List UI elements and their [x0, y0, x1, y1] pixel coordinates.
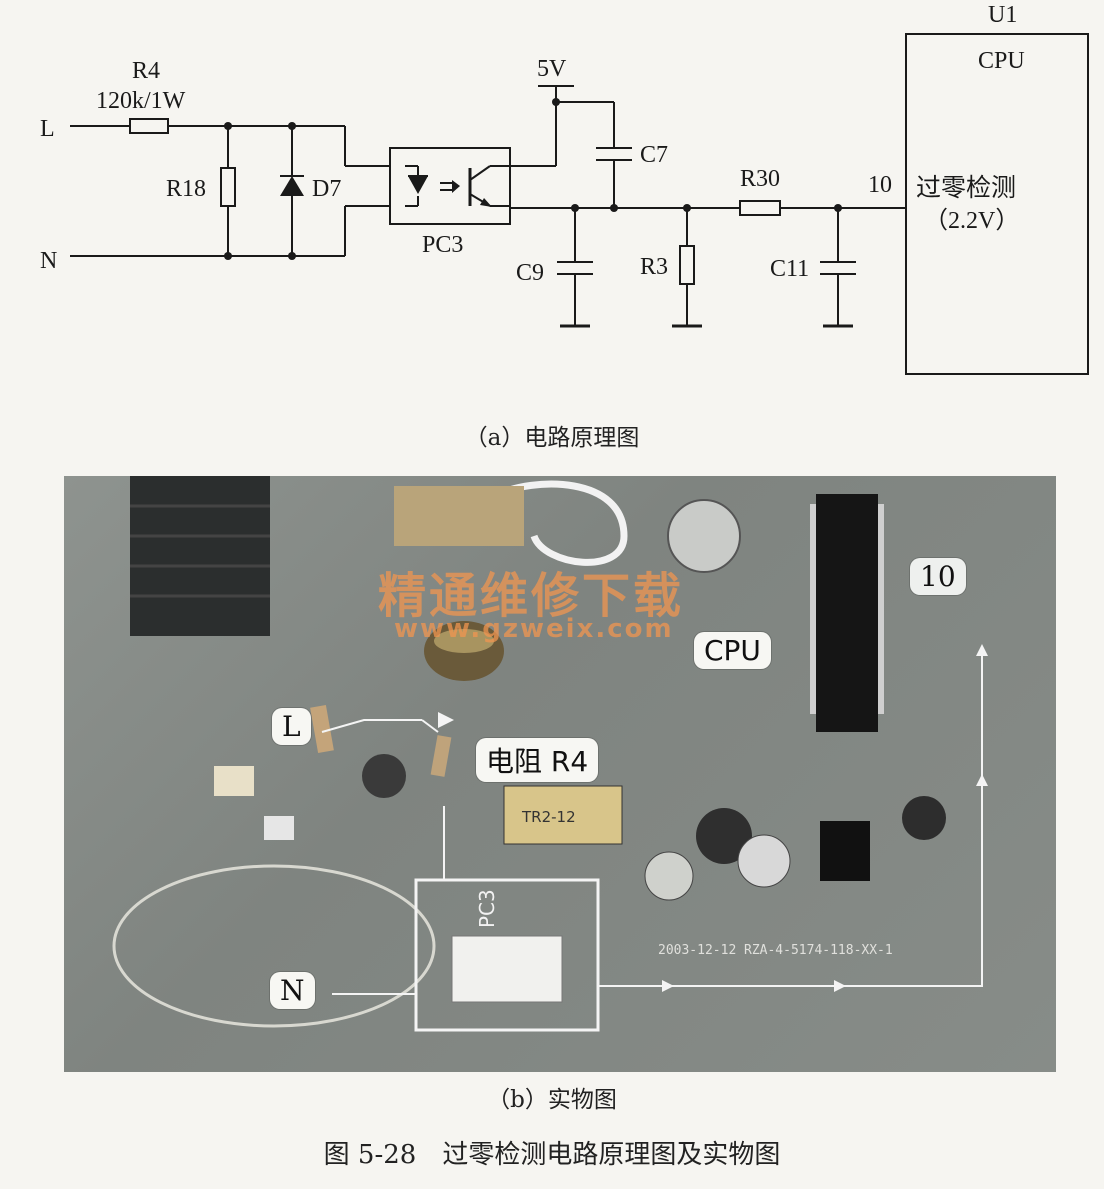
label-r30: R30	[740, 166, 780, 192]
resistor-r18	[220, 167, 236, 207]
label-c7: C7	[640, 142, 668, 168]
label-voltage: （2.2V）	[924, 208, 1019, 234]
watermark-url: www.gzweix.com	[394, 614, 674, 644]
label-r3: R3	[640, 254, 668, 280]
figure-caption: 图 5-28 过零检测电路原理图及实物图	[323, 1140, 781, 1170]
resistor-r30	[739, 200, 781, 216]
label-pin-10: 10	[868, 172, 892, 198]
label-d7: D7	[312, 176, 341, 202]
tag-n: N	[270, 972, 315, 1009]
caption-schematic: （a）电路原理图	[464, 425, 640, 451]
transformer-label: TR2-12	[521, 808, 576, 826]
pc3-chip	[451, 935, 563, 1003]
label-c11: C11	[770, 256, 809, 282]
board-code: RZA-4-5174-118-XX-1	[744, 943, 893, 958]
label-l: L	[40, 116, 55, 142]
watermark-cn: 精通维修下载	[378, 568, 685, 624]
label-c9: C9	[516, 260, 544, 286]
label-r4: R4	[132, 58, 160, 84]
label-u1: U1	[988, 2, 1017, 28]
emitter-arrow-icon	[480, 198, 492, 207]
optocoupler-pc3	[389, 147, 511, 225]
led-pc3	[408, 176, 428, 194]
resistor-r4	[129, 118, 169, 134]
label-pc3: PC3	[422, 232, 463, 258]
pc3-highlight-box	[414, 878, 600, 1032]
label-r4-value: 120k/1W	[96, 88, 186, 114]
tag-l: L	[272, 708, 311, 745]
caption-photo: （b）实物图	[487, 1087, 617, 1113]
board-date: 2003-12-12	[658, 943, 736, 958]
label-cpu: CPU	[978, 48, 1025, 74]
cpu-u1-box	[905, 33, 1089, 375]
resistor-r3	[679, 245, 695, 285]
pc3-board-label: PC3	[475, 889, 499, 928]
light-arrow-icon	[452, 180, 460, 193]
pcb-photo: 2003-12-12 RZA-4-5174-118-XX-1 TR2-12 PC…	[64, 476, 1056, 1072]
tag-cpu: CPU	[694, 632, 771, 669]
label-5v: 5V	[537, 56, 567, 82]
circuit-schematic: L N R4 120k/1W R18 D7 PC3 5V C7 C9 R3 R3…	[40, 2, 1089, 375]
label-n: N	[40, 248, 57, 274]
tag-r4: 电阻 R4	[476, 738, 599, 782]
diode-d7	[280, 176, 304, 196]
pcb-illustration: 2003-12-12 RZA-4-5174-118-XX-1 TR2-12 PC…	[112, 476, 988, 1032]
tag-pin-10: 10	[910, 558, 966, 595]
label-zero-detect: 过零检测	[916, 174, 1016, 202]
label-r18: R18	[166, 176, 206, 202]
